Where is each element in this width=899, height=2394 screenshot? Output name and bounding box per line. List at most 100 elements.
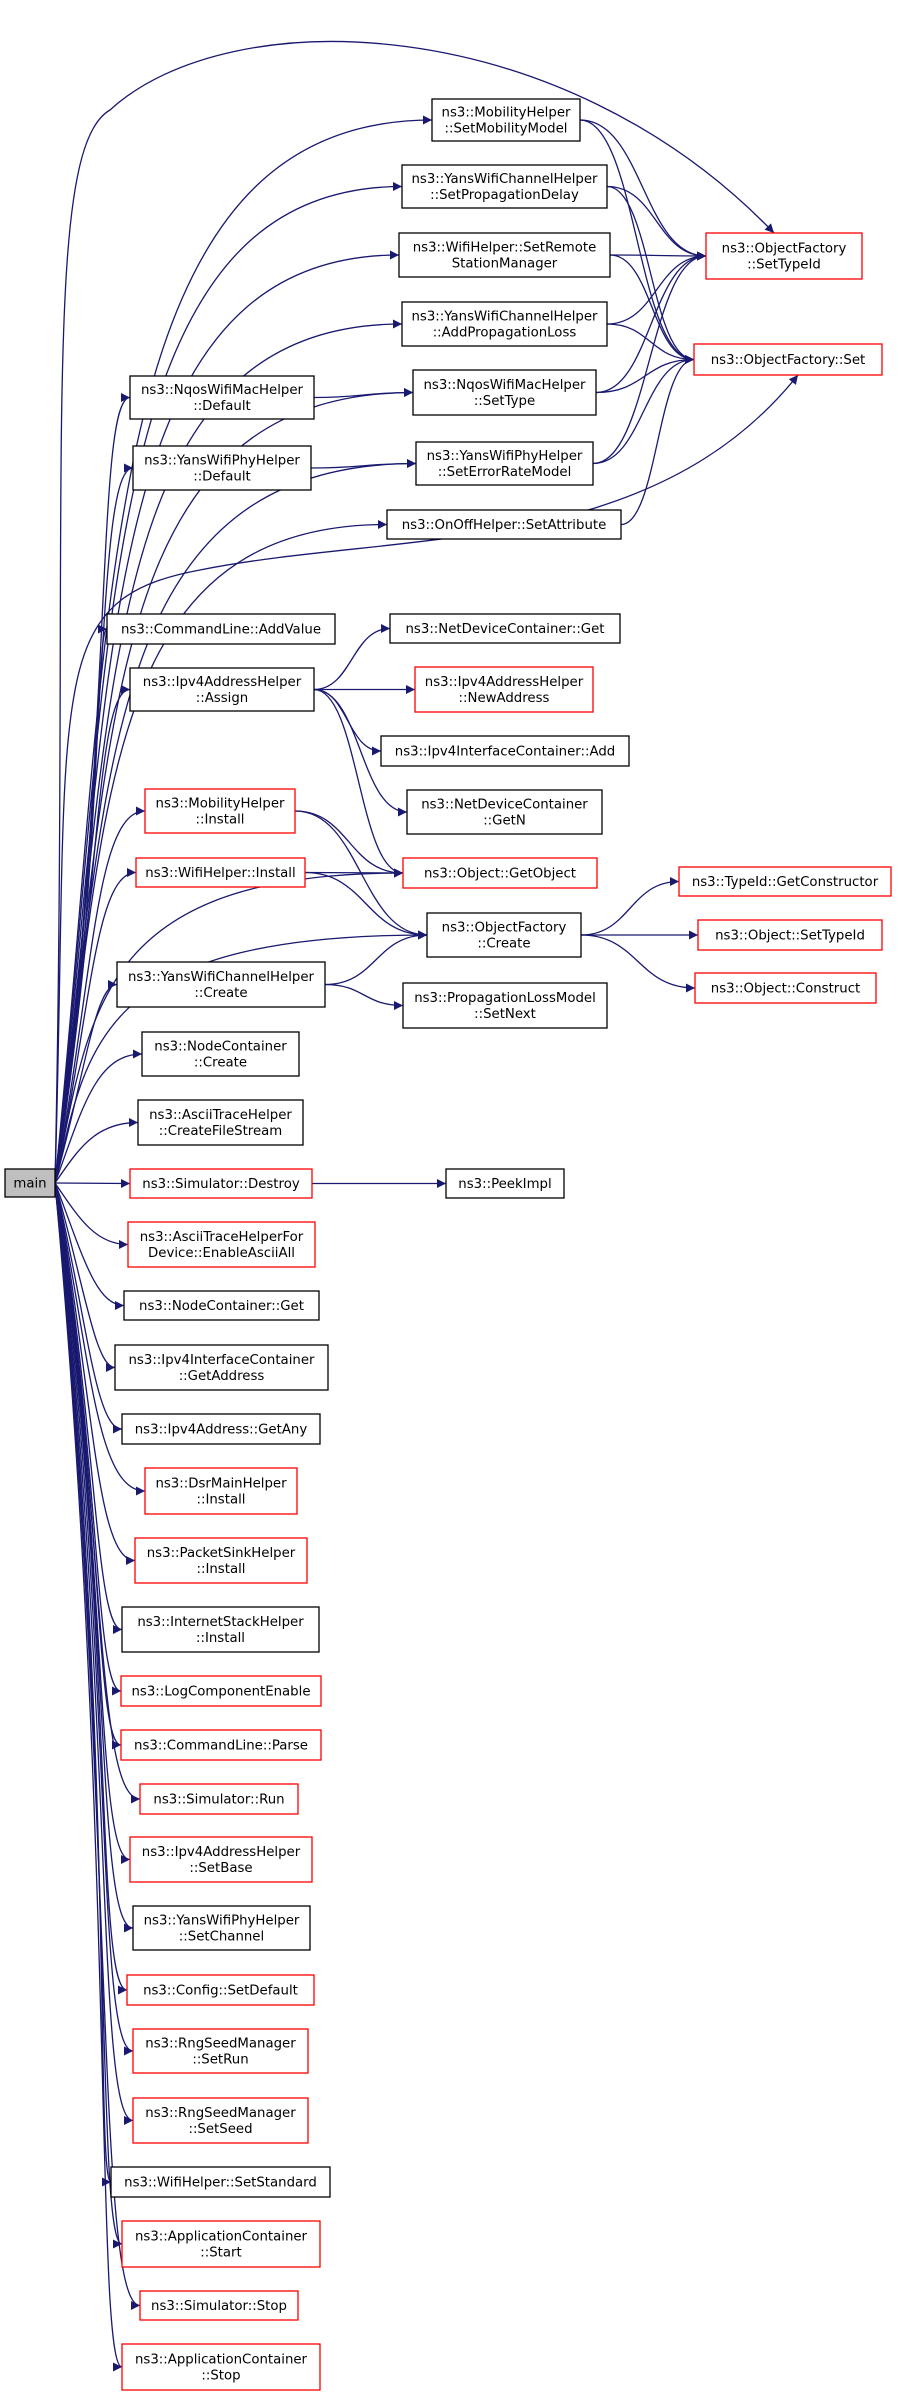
node-box (121, 1413, 321, 1445)
node-ywph-seterr[interactable]: ns3::YansWifiPhyHelper::SetErrorRateMode… (415, 441, 594, 486)
node-box (406, 789, 603, 835)
node-cmd-parse[interactable]: ns3::CommandLine::Parse (120, 1729, 322, 1761)
edge-main-to-sim-stop (54, 1182, 141, 2310)
edge-nqos-default-to-nqos-settype (313, 387, 414, 399)
node-box (694, 972, 877, 1004)
edge-ipv4h-assign-to-ndc-getn (313, 688, 408, 817)
edge-ywch-create-to-plm-setnext (324, 983, 404, 1011)
node-mob-setmodel[interactable]: ns3::MobilityHelper::SetMobilityModel (431, 98, 581, 142)
node-label: main (13, 1177, 46, 1192)
node-box (129, 1836, 313, 1883)
node-obj-settypeid[interactable]: ns3::Object::SetTypeId (697, 919, 883, 951)
node-label: ::SetTypeId (747, 258, 821, 273)
node-psh-install[interactable]: ns3::PacketSinkHelper::Install (134, 1537, 308, 1584)
node-ywph-setchannel[interactable]: ns3::YansWifiPhyHelper::SetChannel (132, 1905, 311, 1951)
node-ish-install[interactable]: ns3::InternetStackHelper::Install (121, 1606, 320, 1653)
node-main[interactable]: main (4, 1168, 56, 1198)
node-box (415, 441, 594, 486)
node-sim-stop[interactable]: ns3::Simulator::Stop (139, 2290, 299, 2321)
node-ipv4h-assign[interactable]: ns3::Ipv4AddressHelper::Assign (129, 667, 315, 712)
edge-main-to-ipv4h-assign (54, 685, 131, 1184)
node-label: ns3::NqosWifiMacHelper (141, 383, 304, 398)
node-dsr-install[interactable]: ns3::DsrMainHelper::Install (144, 1467, 298, 1515)
node-ipv4h-setbase[interactable]: ns3::Ipv4AddressHelper::SetBase (129, 1836, 313, 1883)
node-label: ns3::YansWifiChannelHelper (411, 310, 598, 325)
node-rng-setseed[interactable]: ns3::RngSeedManager::SetSeed (132, 2097, 309, 2144)
node-wifi-install[interactable]: ns3::WifiHelper::Install (135, 857, 306, 888)
node-label: ns3::ApplicationContainer (135, 2230, 308, 2245)
node-box (693, 343, 883, 376)
node-ath-createfs[interactable]: ns3::AsciiTraceHelper::CreateFileStream (137, 1099, 304, 1146)
node-ywch-create[interactable]: ns3::YansWifiChannelHelper::Create (116, 961, 326, 1008)
node-box (414, 666, 594, 713)
edge-main-to-nc-create (54, 1049, 143, 1184)
node-ipv4ic-getaddr[interactable]: ns3::Ipv4InterfaceContainer::GetAddress (114, 1344, 329, 1391)
node-ipv4ic-add[interactable]: ns3::Ipv4InterfaceContainer::Add (380, 735, 630, 767)
node-wifi-setstd[interactable]: ns3::WifiHelper::SetStandard (110, 2166, 331, 2198)
node-nc-get[interactable]: ns3::NodeContainer::Get (123, 1290, 320, 1321)
node-box (121, 1606, 320, 1653)
node-obj-construct[interactable]: ns3::Object::Construct (694, 972, 877, 1004)
node-label: ::Install (196, 1631, 245, 1646)
node-appc-stop[interactable]: ns3::ApplicationContainer::Stop (121, 2343, 321, 2391)
node-box (141, 1031, 300, 1077)
edge-main-to-mob-setmodel (54, 115, 433, 1184)
node-nqos-settype[interactable]: ns3::NqosWifiMacHelper::SetType (412, 369, 597, 416)
edge-ywph-default-to-ywph-seterr (310, 458, 417, 469)
node-label: ::SetPropagationDelay (430, 188, 579, 203)
node-of-settypeid[interactable]: ns3::ObjectFactory::SetTypeId (705, 232, 863, 280)
node-box (120, 1729, 322, 1761)
node-label: ns3::Config::SetDefault (143, 1984, 298, 1999)
node-appc-start[interactable]: ns3::ApplicationContainer::Start (121, 2220, 321, 2268)
node-of-create[interactable]: ns3::ObjectFactory::Create (426, 912, 582, 958)
node-label: ::CreateFileStream (159, 1124, 283, 1139)
edge-ywch-setprop-to-of-set (606, 185, 695, 365)
node-plm-setnext[interactable]: ns3::PropagationLossModel::SetNext (402, 982, 608, 1029)
node-obj-getobject[interactable]: ns3::Object::GetObject (402, 857, 598, 889)
node-cmd-addvalue[interactable]: ns3::CommandLine::AddValue (106, 613, 336, 645)
edge-main-to-mob-install (54, 806, 146, 1184)
node-box (4, 1168, 56, 1198)
node-mob-install[interactable]: ns3::MobilityHelper::Install (144, 788, 296, 834)
node-ipv4h-newaddr[interactable]: ns3::Ipv4AddressHelper::NewAddress (414, 666, 594, 713)
node-typeid-getctor[interactable]: ns3::TypeId::GetConstructor (678, 866, 892, 897)
node-log-enable[interactable]: ns3::LogComponentEnable (120, 1675, 322, 1707)
node-box (114, 1344, 329, 1391)
node-onoff-setattr[interactable]: ns3::OnOffHelper::SetAttribute (386, 509, 622, 540)
node-peekimpl[interactable]: ns3::PeekImpl (445, 1168, 565, 1199)
node-label: ns3::Object::GetObject (424, 867, 576, 882)
node-ywch-setprop[interactable]: ns3::YansWifiChannelHelper::SetPropagati… (401, 164, 608, 209)
node-box (126, 1974, 315, 2006)
node-box (123, 1290, 320, 1321)
node-sim-destroy[interactable]: ns3::Simulator::Destroy (129, 1168, 313, 1199)
node-label: ns3::Ipv4InterfaceContainer::Add (395, 745, 615, 760)
node-label: ns3::CommandLine::Parse (134, 1739, 308, 1754)
node-rng-setrun[interactable]: ns3::RngSeedManager::SetRun (132, 2028, 309, 2074)
edge-ywch-create-to-of-create (324, 930, 428, 986)
node-label: ::AddPropagationLoss (433, 326, 577, 341)
node-label: ns3::ObjectFactory::Set (711, 353, 865, 368)
edge-main-to-of-create (54, 930, 428, 1184)
node-label: ::Create (194, 1056, 247, 1071)
edge-main-to-athd-enableall (54, 1182, 129, 1250)
node-label: ns3::WifiHelper::Install (145, 866, 295, 881)
node-label: ::SetNext (474, 1007, 536, 1022)
node-ipv4a-getany[interactable]: ns3::Ipv4Address::GetAny (121, 1413, 321, 1445)
node-nc-create[interactable]: ns3::NodeContainer::Create (141, 1031, 300, 1077)
node-cfg-setdefault[interactable]: ns3::Config::SetDefault (126, 1974, 315, 2006)
node-of-set[interactable]: ns3::ObjectFactory::Set (693, 343, 883, 376)
node-nqos-default[interactable]: ns3::NqosWifiMacHelper::Default (129, 375, 315, 420)
node-sim-run[interactable]: ns3::Simulator::Run (139, 1783, 299, 1815)
node-ywph-default[interactable]: ns3::YansWifiPhyHelper::Default (132, 445, 312, 491)
edge-wifi-setremote-to-of-set (609, 254, 695, 365)
edge-main-to-cmd-addvalue (54, 624, 108, 1184)
node-athd-enableall[interactable]: ns3::AsciiTraceHelperForDevice::EnableAs… (127, 1221, 316, 1268)
node-box (134, 1537, 308, 1584)
node-label: ns3::YansWifiChannelHelper (411, 172, 598, 187)
node-box (398, 232, 611, 278)
node-label: ns3::YansWifiPhyHelper (144, 1914, 300, 1929)
node-ywch-addloss[interactable]: ns3::YansWifiChannelHelper::AddPropagati… (401, 301, 608, 347)
node-ndc-getn[interactable]: ns3::NetDeviceContainer::GetN (406, 789, 603, 835)
node-ndc-get[interactable]: ns3::NetDeviceContainer::Get (389, 613, 621, 644)
